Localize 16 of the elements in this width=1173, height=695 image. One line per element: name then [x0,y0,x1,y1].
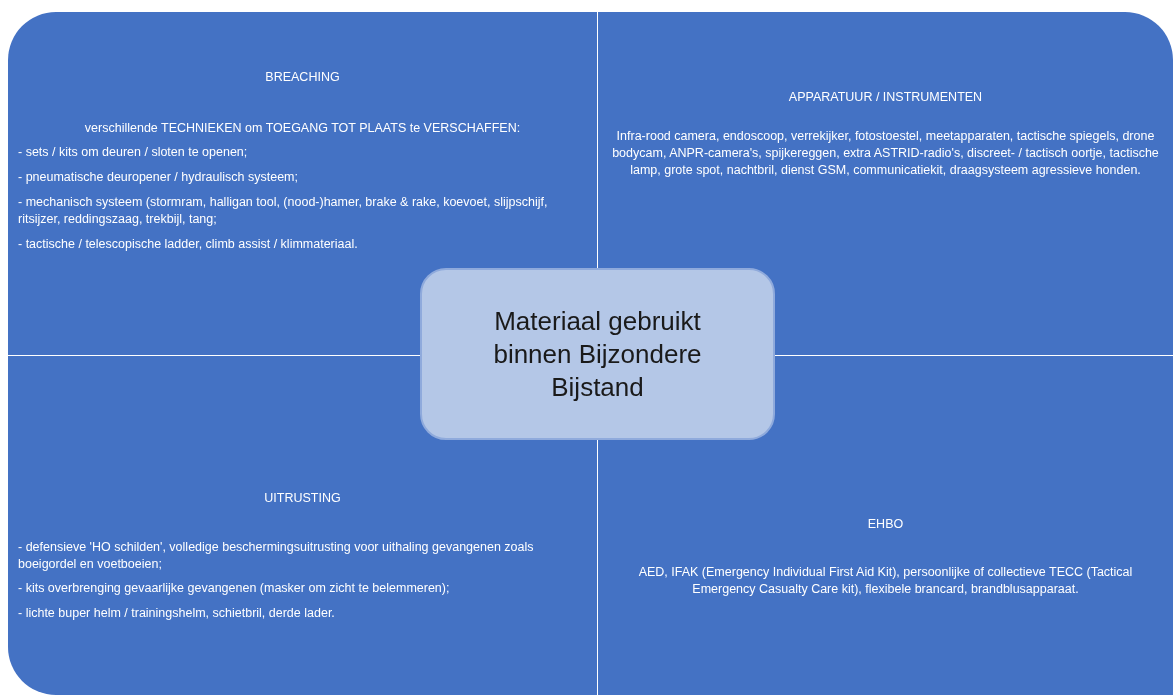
quadrant-heading: APPARATUUR / INSTRUMENTEN [787,89,984,106]
body-text: Infra-rood camera, endoscoop, verrekijker, fotostoestel, meetapparaten, tactische spiegels, drone bodycam, ANPR-camera's, spijkereggen, extra ASTRID-radio's, discreet- / tactisch oortje, tactische lamp, grote spot, nachtbril, dienst GSM, communicatiekit, draagsysteem agressieve honden. [611,128,1160,179]
central-topic-box [420,268,775,440]
bullet-item: - defensieve 'HO schilden', volledige beschermingsuitrusting voor uithaling gevangenen zoals boeigordel en voetboeien; [18,539,535,573]
quadrant-heading: EHBO [866,516,905,533]
bullet-item: - mechanisch systeem (stormram, halligan tool, (nood-)hamer, brake & rake, koevoet, slijpschijf, ritsijzer, reddingszaag, trekbijl, tang; [18,194,549,228]
bullet-item: - tactische / telescopische ladder, climb assist / klimmateriaal. [18,236,359,253]
bullet-item: - kits overbrenging gevaarlijke gevangenen (masker om zicht te belemmeren); [18,580,451,597]
central-topic-text: Materiaal gebruikt binnen Bijzondere Bijstand [492,304,703,404]
body-text: AED, IFAK (Emergency Individual First Aid Kit), persoonlijke of collectieve TECC (Tactical Emergency Casualty Care kit), flexibele brancard, brandblusapparaat. [637,564,1134,598]
bullet-item: - lichte buper helm / trainingshelm, schietbril, derde lader. [18,605,336,622]
body-text: verschillende TECHNIEKEN om TOEGANG TOT PLAATS te VERSCHAFFEN: [83,120,522,137]
quadrant-heading: BREACHING [264,69,341,86]
bullet-item: - sets / kits om deuren / sloten te openen; [18,144,249,161]
quadrant-heading: UITRUSTING [263,490,342,507]
bullet-item: - pneumatische deuropener / hydraulisch systeem; [18,169,299,186]
